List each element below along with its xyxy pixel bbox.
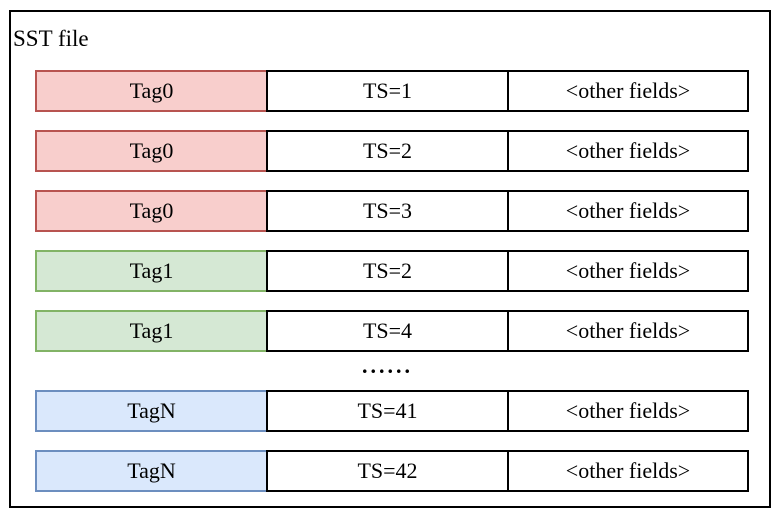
record-row: Tag0 TS=3 <other fields> [35,190,749,232]
record-row: TagN TS=41 <other fields> [35,390,749,432]
timestamp-cell: TS=1 [266,70,509,112]
tag-cell: Tag0 [35,190,268,232]
other-fields-cell: <other fields> [507,130,749,172]
record-row: Tag1 TS=4 <other fields> [35,310,749,352]
tag-cell: Tag0 [35,70,268,112]
other-fields-cell: <other fields> [507,250,749,292]
other-fields-cell: <other fields> [507,450,749,492]
record-row: Tag1 TS=2 <other fields> [35,250,749,292]
other-fields-cell: <other fields> [507,390,749,432]
timestamp-cell: TS=3 [266,190,509,232]
ellipsis-text: ...... [362,353,413,378]
record-row: Tag0 TS=2 <other fields> [35,130,749,172]
tag-cell: Tag1 [35,250,268,292]
timestamp-cell: TS=4 [266,310,509,352]
tag-cell: TagN [35,450,268,492]
timestamp-cell: TS=2 [266,130,509,172]
timestamp-cell: TS=41 [266,390,509,432]
record-row: TagN TS=42 <other fields> [35,450,749,492]
record-row: Tag0 TS=1 <other fields> [35,70,749,112]
other-fields-cell: <other fields> [507,70,749,112]
timestamp-cell: TS=2 [266,250,509,292]
tag-cell: Tag0 [35,130,268,172]
sst-file-label: SST file [13,26,89,51]
sst-file-container: SST file Tag0 TS=1 <other fields> Tag0 T… [9,10,771,508]
other-fields-cell: <other fields> [507,310,749,352]
other-fields-cell: <other fields> [507,190,749,232]
tag-cell: TagN [35,390,268,432]
tag-cell: Tag1 [35,310,268,352]
timestamp-cell: TS=42 [266,450,509,492]
